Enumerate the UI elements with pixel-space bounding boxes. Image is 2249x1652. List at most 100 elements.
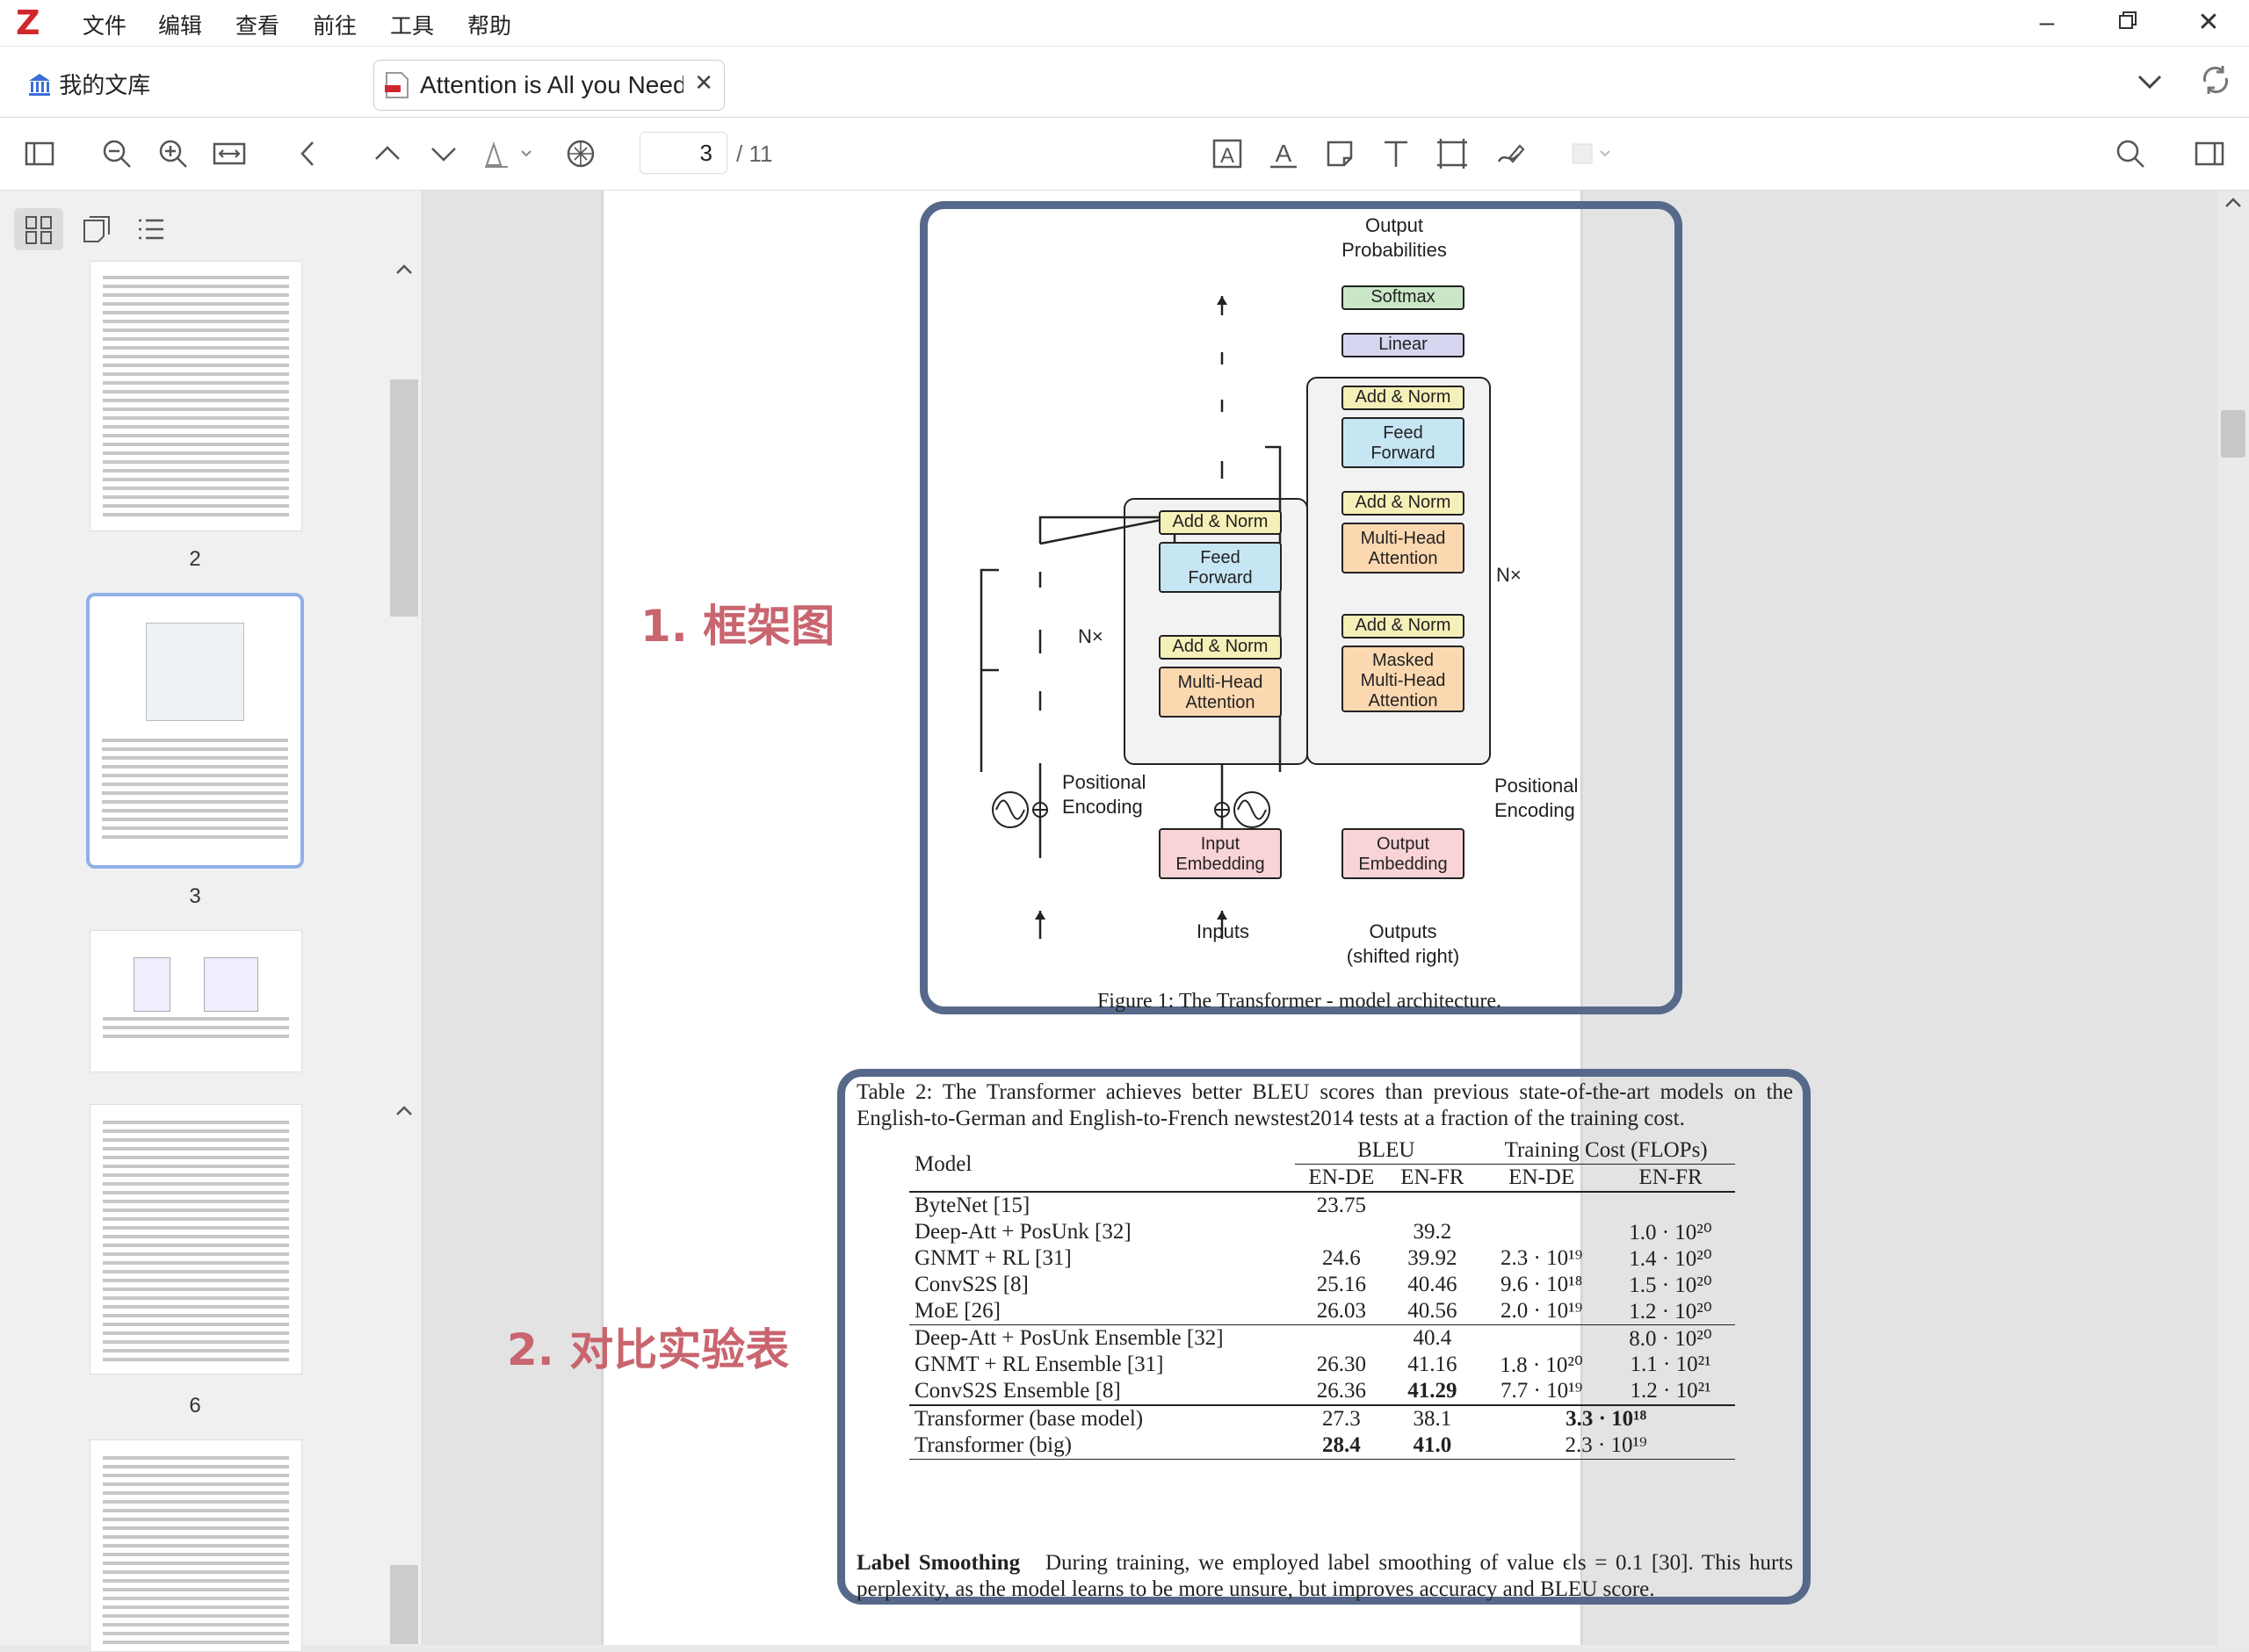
draw-icon[interactable] <box>1490 135 1527 172</box>
thumbnail-page-6[interactable] <box>90 1104 302 1374</box>
select-area-icon[interactable] <box>1434 135 1471 172</box>
annotations-view-icon[interactable] <box>72 208 121 250</box>
table-cell-de <box>1295 1219 1387 1245</box>
sidebar-scrollbar[interactable] <box>390 1565 418 1644</box>
table-cell-fr <box>1387 1192 1477 1219</box>
restore-button[interactable] <box>2110 7 2145 39</box>
menu-edit[interactable]: 编辑 <box>158 14 203 39</box>
subheader: EN-FR <box>1606 1164 1735 1193</box>
search-icon[interactable] <box>2112 135 2149 172</box>
sync-icon[interactable] <box>2198 62 2233 102</box>
table-cell-model: MoE [26] <box>909 1298 1296 1325</box>
note-icon[interactable] <box>1321 135 1358 172</box>
close-window-button[interactable]: ✕ <box>2197 8 2220 37</box>
table-cell-cde: 2.0 · 10¹⁹ <box>1477 1298 1607 1325</box>
table-cell-fr: 39.2 <box>1413 1220 1452 1244</box>
table-cell-de: 27.3 <box>1322 1407 1361 1431</box>
svg-text:A: A <box>1276 140 1292 167</box>
table-cell-model: ConvS2S Ensemble [8] <box>909 1378 1296 1406</box>
thumbnail-page-7[interactable] <box>90 1439 302 1652</box>
sidebar-scrollbar[interactable] <box>390 379 418 617</box>
text-icon[interactable] <box>1378 135 1414 172</box>
decoder-add-norm-1: Add & Norm <box>1341 614 1464 638</box>
previous-page-icon[interactable] <box>369 135 406 172</box>
table-caption: Table 2: The Transformer achieves better… <box>857 1080 1793 1130</box>
table-cell-cfr: 1.0 · 10²⁰ <box>1629 1221 1712 1244</box>
menu-go[interactable]: 前往 <box>313 14 358 39</box>
table-cell-model: Transformer (base model) <box>915 1407 1144 1431</box>
table-cell-de: 25.16 <box>1316 1273 1366 1296</box>
encoder-multi-head-attention: Multi-Head Attention <box>1159 667 1282 718</box>
encoder-add-norm-1: Add & Norm <box>1159 635 1282 660</box>
thumbnail-page-number: 6 <box>189 1394 201 1418</box>
table-cell-fr: 39.92 <box>1407 1246 1457 1270</box>
toggle-sidebar-icon[interactable] <box>21 135 58 172</box>
tab-document[interactable]: Attention is All you Need ✕ <box>373 60 725 111</box>
table-cell-de: 24.6 <box>1322 1246 1361 1270</box>
tab-list-chevron-icon[interactable] <box>2135 66 2165 100</box>
viewer-scrollbar[interactable] <box>2217 191 2249 1645</box>
tab-my-library[interactable]: 我的文库 <box>26 68 150 100</box>
underline-icon[interactable]: A <box>1265 135 1302 172</box>
scroll-up-icon[interactable] <box>394 261 415 283</box>
results-table: Model BLEU Training Cost (FLOPs) EN-DE E… <box>909 1137 1735 1460</box>
menu-tools[interactable]: 工具 <box>390 14 435 39</box>
tab-title: Attention is All you Need <box>420 71 683 98</box>
zoom-in-icon[interactable] <box>155 135 192 172</box>
table-cell-fr: 41.16 <box>1407 1353 1457 1376</box>
close-tab-icon[interactable]: ✕ <box>694 69 713 96</box>
table-cell-cde: 9.6 · 10¹⁸ <box>1501 1273 1583 1296</box>
table-cell-model: GNMT + RL Ensemble [31] <box>915 1353 1164 1376</box>
toggle-context-pane-icon[interactable] <box>2191 135 2228 172</box>
text-box-icon[interactable]: A <box>1209 135 1246 172</box>
subheader: EN-FR <box>1387 1164 1478 1193</box>
thumbnail-page-4[interactable] <box>90 930 302 1072</box>
table-cell-fr: 41.0 <box>1387 1432 1478 1460</box>
annotation-framework: 1. 框架图 <box>640 601 835 652</box>
thumbnail-page-2[interactable] <box>90 261 302 531</box>
outline-view-icon[interactable] <box>127 208 176 250</box>
encoder-positional-encoding-label: Positional Encoding <box>1062 771 1146 818</box>
ai-assistant-icon[interactable] <box>562 135 599 172</box>
menu-help[interactable]: 帮助 <box>467 14 512 39</box>
table-highlight-frame <box>837 1069 1811 1605</box>
label-smoothing-paragraph: Label Smoothing During training, we empl… <box>857 1550 1793 1603</box>
table-cell-model: Transformer (big) <box>909 1432 1296 1460</box>
menu-view[interactable]: 查看 <box>235 14 280 39</box>
thumbnails-view-icon[interactable] <box>14 208 63 250</box>
minimize-button[interactable]: – <box>2039 8 2055 37</box>
highlight-dropdown-icon[interactable] <box>481 135 543 172</box>
decoder-feed-forward: Feed Forward <box>1341 417 1464 468</box>
encoder-feed-forward: Feed Forward <box>1159 542 1282 593</box>
subheader: EN-DE <box>1295 1164 1388 1193</box>
table-cell-fr: 38.1 <box>1413 1407 1452 1431</box>
back-icon[interactable] <box>290 135 327 172</box>
output-probabilities-label: Output Probabilities <box>1341 214 1447 261</box>
app-logo: Z <box>16 4 40 42</box>
next-page-icon[interactable] <box>425 135 462 172</box>
decoder-add-norm-3: Add & Norm <box>1341 386 1464 410</box>
color-picker-icon[interactable] <box>1569 135 1622 172</box>
scroll-up-icon[interactable] <box>394 1102 415 1124</box>
label-smoothing-text: During training, we employed label smoot… <box>857 1551 1794 1601</box>
thumbnail-page-3[interactable] <box>86 593 304 869</box>
menu-file[interactable]: 文件 <box>83 14 127 39</box>
table-cell-cfr: 1.5 · 10²⁰ <box>1629 1273 1712 1297</box>
fit-width-icon[interactable] <box>211 135 248 172</box>
encoder-nx-label: N× <box>1078 625 1103 647</box>
table-cell-de <box>1295 1325 1387 1353</box>
toolbar: 3 / 11 A A <box>0 118 2249 191</box>
annotation-comparison-table: 2. 对比实验表 <box>507 1324 790 1375</box>
decoder-nx-label: N× <box>1496 564 1522 586</box>
decoder-multi-head-attention: Multi-Head Attention <box>1341 523 1464 574</box>
table-row: ByteNet [15]23.75 <box>909 1192 1735 1219</box>
table-cell-cfr: 8.0 · 10²⁰ <box>1629 1327 1712 1351</box>
table-cell-model: Deep-Att + PosUnk Ensemble [32] <box>915 1326 1224 1350</box>
viewer-scroll-thumb[interactable] <box>2221 410 2245 458</box>
zoom-out-icon[interactable] <box>98 135 135 172</box>
page-number-input[interactable]: 3 <box>640 132 727 174</box>
